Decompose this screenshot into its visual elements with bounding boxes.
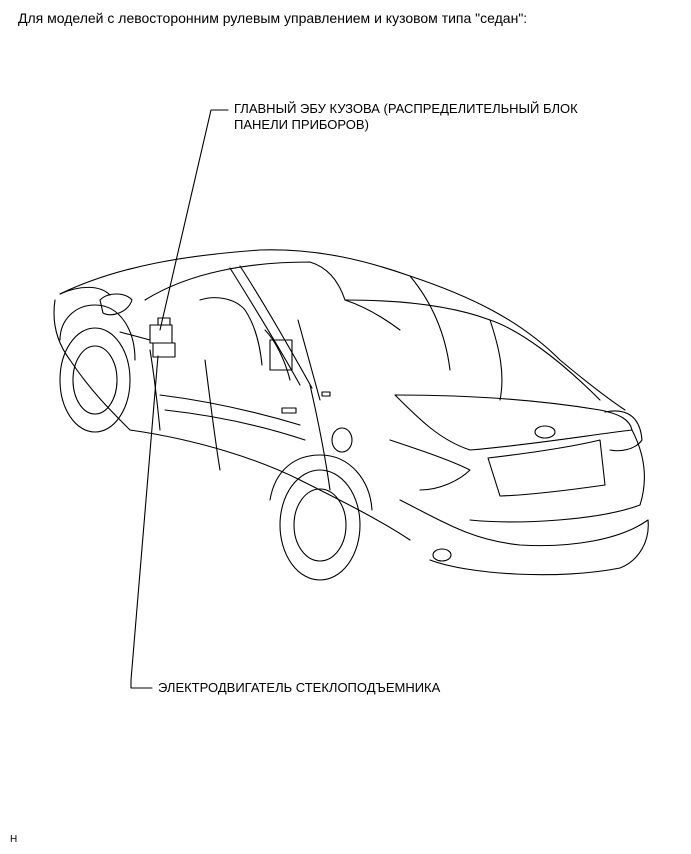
diagram-caption: Для моделей с левосторонним рулевым упра… — [18, 10, 528, 26]
front-wheel — [59, 304, 136, 433]
footer-code: H — [10, 834, 18, 845]
car-body — [53, 249, 649, 581]
rear-wheel — [269, 454, 373, 581]
motor-leader-line — [130, 355, 159, 689]
ecu-leader-line — [159, 109, 229, 331]
ecu-component — [149, 317, 176, 358]
ecu-callout-line-2: ПАНЕЛИ ПРИБОРОВ) — [234, 117, 369, 132]
window-motor-callout-label: ЭЛЕКТРОДВИГАТЕЛЬ СТЕКЛОПОДЪЕМНИКА — [158, 680, 441, 695]
ecu-callout-label: ГЛАВНЫЙ ЭБУ КУЗОВА (РАСПРЕДЕЛИТЕЛЬНЫЙ БЛ… — [234, 101, 634, 133]
ecu-callout-line-1: ГЛАВНЫЙ ЭБУ КУЗОВА (РАСПРЕДЕЛИТЕЛЬНЫЙ БЛ… — [234, 101, 578, 116]
